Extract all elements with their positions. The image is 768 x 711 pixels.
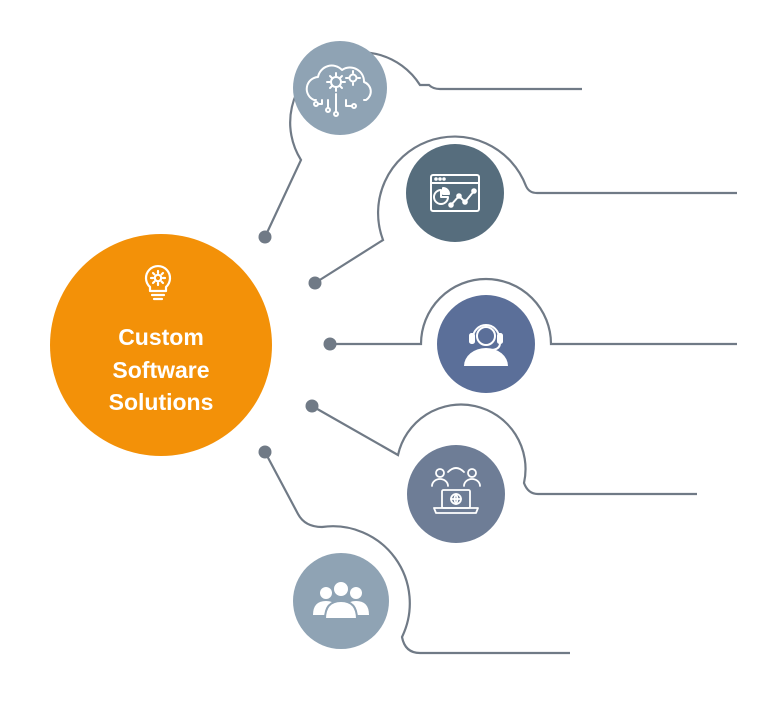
connector-dot-support [323,337,337,351]
branch-cloud [258,41,582,244]
remote-team-laptop-icon [431,467,481,514]
icon-circle-analytics [406,144,504,242]
hub-title-line-2: Software [112,357,209,383]
browser-analytics-icon [430,174,480,212]
user-group-icon [313,580,369,620]
connector-dot-analytics [308,276,322,290]
connector-analytics [314,135,737,284]
hub-title-line-1: Custom [118,324,204,350]
connector-dot-collaboration [305,399,319,413]
branch-support [323,277,737,393]
branch-analytics [308,135,737,290]
hub-circle [50,234,272,456]
connector-support [330,277,737,346]
connector-dot-cloud [258,230,272,244]
branch-team [258,445,570,655]
connector-collaboration [311,403,697,496]
hub: Custom Software Solutions [50,234,272,456]
hub-title-line-3: Solutions [109,389,214,415]
connector-dot-team [258,445,272,459]
branch-collaboration [305,399,697,543]
cloud-gears-icon [305,64,372,117]
lightbulb-gear-icon [144,265,172,301]
connector-team [264,451,570,655]
icon-circle-cloud [293,41,387,135]
headset-support-icon [464,324,508,366]
